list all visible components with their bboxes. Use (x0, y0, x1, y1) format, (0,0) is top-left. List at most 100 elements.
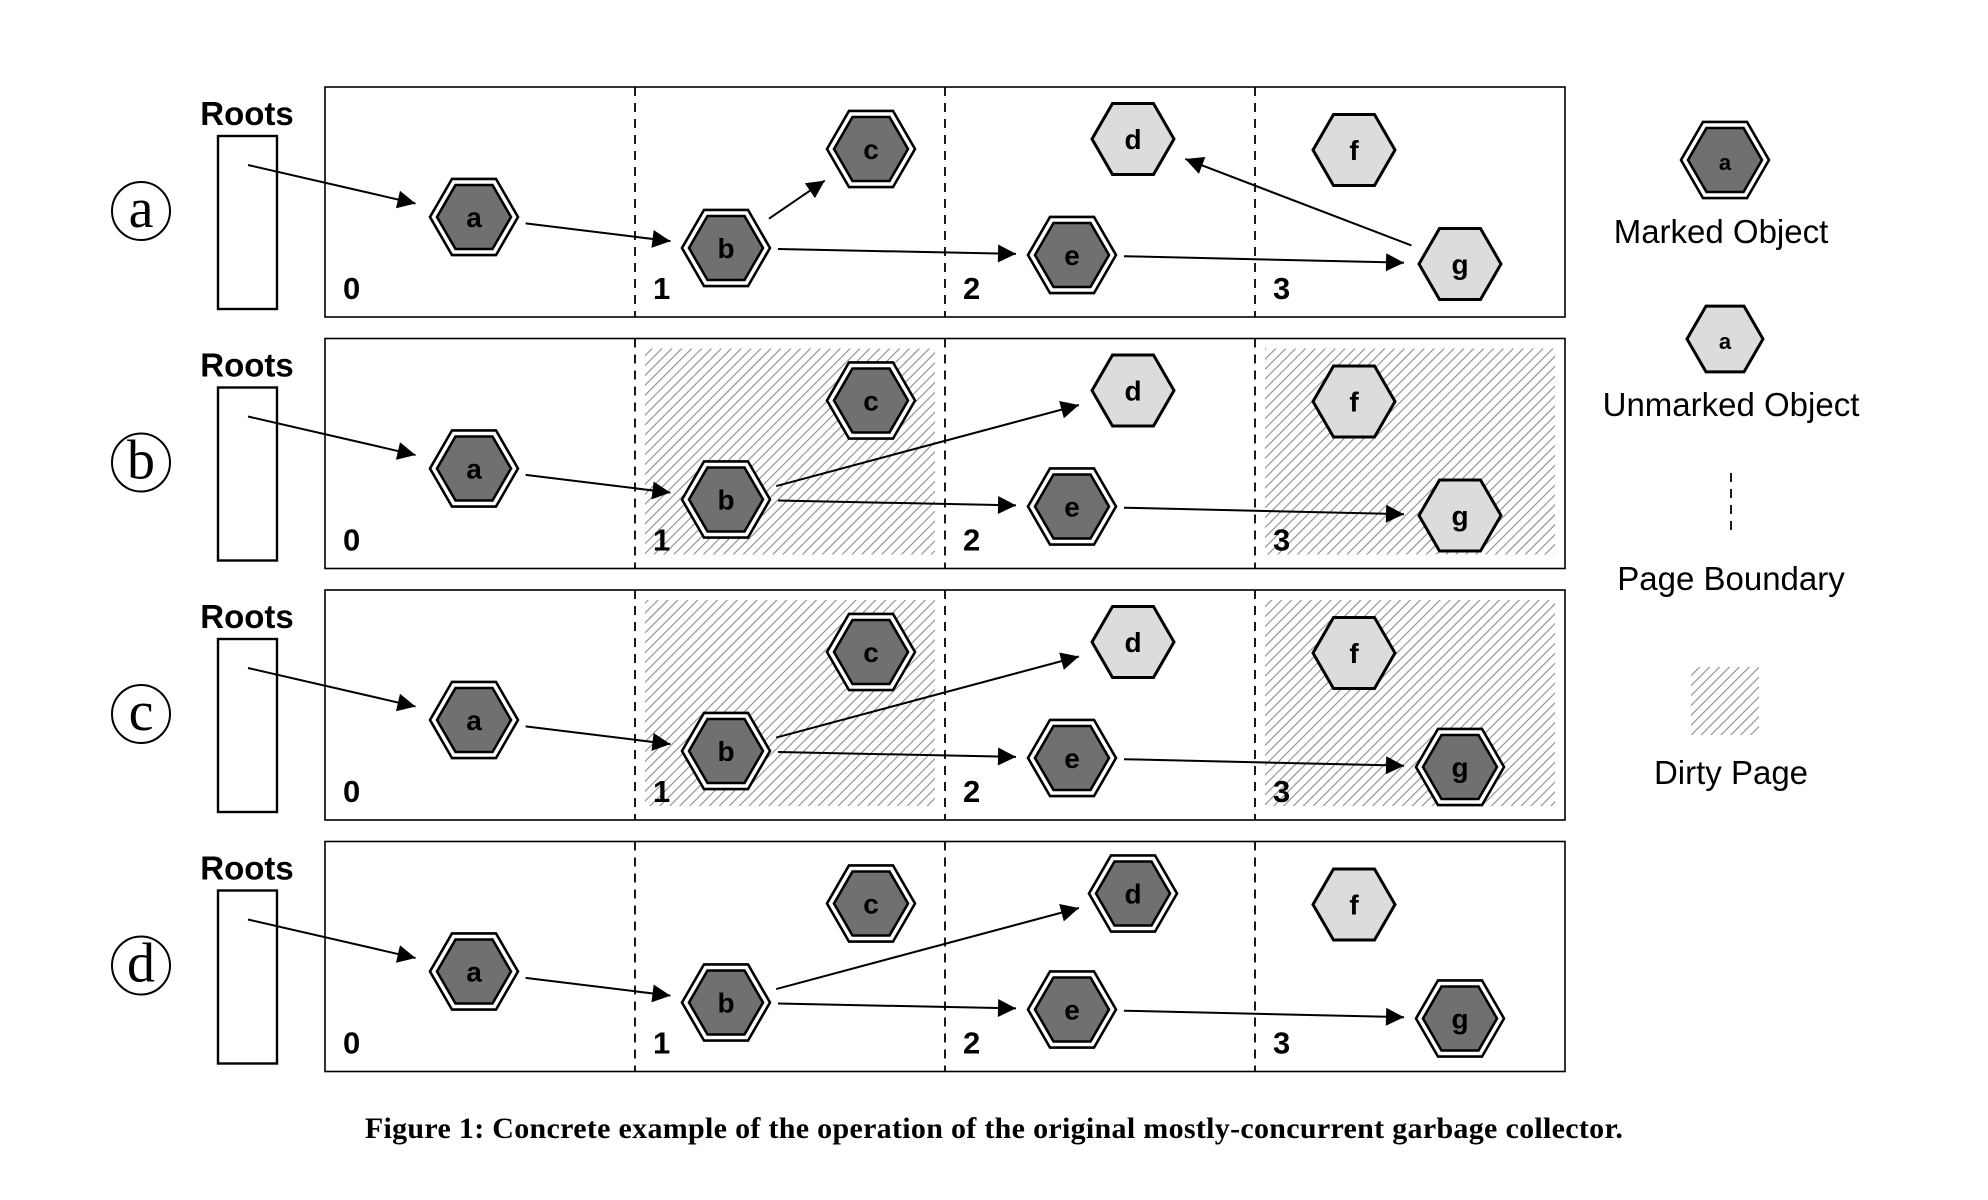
edge-b-e (777, 747, 1017, 766)
object-g: g (1414, 727, 1506, 807)
edge-a-b (525, 473, 671, 500)
edge-e-g (1123, 756, 1405, 775)
legend-marked-icon: a (1679, 120, 1771, 200)
legend-unmarked-icon: a (1685, 304, 1765, 374)
row-b: b Roots 0 1 2 3 a b c de f g (111, 337, 1566, 570)
page-number-1: 1 (653, 271, 670, 306)
object-c: c (825, 361, 917, 440)
page-number-0: 0 (343, 523, 360, 558)
node-label-e: e (1064, 743, 1080, 774)
page-number-2: 2 (963, 523, 980, 558)
object-g: g (1417, 227, 1503, 301)
edge-g-d (1184, 157, 1412, 247)
row-label: b (127, 430, 155, 492)
node-label-a: a (466, 202, 482, 233)
object-d: d (1090, 102, 1176, 176)
edge-b-d (775, 652, 1080, 739)
roots-box (216, 386, 279, 562)
object-d: d (1090, 353, 1176, 428)
legend-dirty-label: Dirty Page (1654, 754, 1808, 791)
node-label-d: d (1124, 879, 1141, 910)
roots-label: Roots (200, 598, 294, 635)
node-label-f: f (1349, 135, 1359, 166)
node-label-d: d (1124, 124, 1141, 155)
legend-dirty-swatch (1691, 667, 1759, 735)
dirty-page-3 (1265, 348, 1555, 555)
edge-a-b (525, 725, 671, 751)
node-label-a: a (1719, 150, 1732, 175)
object-g: g (1417, 478, 1503, 553)
roots-box (216, 134, 279, 311)
page-number-3: 3 (1273, 271, 1290, 306)
object-b: b (680, 711, 772, 791)
page-number-1: 1 (653, 523, 670, 558)
node-label-f: f (1349, 387, 1359, 418)
row-label-circle (111, 432, 171, 493)
page-number-1: 1 (653, 1026, 670, 1061)
row-label: d (127, 933, 155, 995)
legend-marked-label: Marked Object (1614, 213, 1829, 250)
page-number-2: 2 (963, 774, 980, 809)
object-f: f (1311, 616, 1397, 690)
edge-roots-a (247, 667, 416, 712)
edge-b-d (775, 903, 1080, 991)
object-c: c (825, 864, 917, 943)
row-label: a (129, 178, 154, 240)
edge-roots-a (247, 918, 416, 963)
page-number-3: 3 (1273, 1026, 1290, 1061)
node-label-c: c (863, 386, 879, 417)
legend-boundary-label: Page Boundary (1617, 560, 1845, 597)
page-number-0: 0 (343, 271, 360, 306)
node-label-e: e (1064, 240, 1080, 271)
object-b: b (680, 963, 772, 1042)
object-f: f (1311, 113, 1397, 187)
node-label-g: g (1451, 501, 1468, 532)
node-label-b: b (717, 736, 734, 767)
node-label-b: b (717, 485, 734, 516)
object-f: f (1311, 364, 1397, 439)
object-b: b (680, 460, 772, 539)
object-e: e (1026, 215, 1118, 295)
object-e: e (1026, 718, 1118, 798)
object-b: b (680, 208, 772, 288)
object-e: e (1026, 467, 1118, 546)
object-a: a (428, 932, 520, 1011)
node-label-a: a (466, 454, 482, 485)
edge-e-g (1123, 1007, 1405, 1026)
node-label-d: d (1124, 627, 1141, 658)
object-c: c (825, 612, 917, 692)
object-a: a (428, 680, 520, 760)
edge-b-c (768, 179, 826, 220)
node-label-c: c (863, 637, 879, 668)
edge-b-e (777, 244, 1017, 263)
node-label-e: e (1064, 995, 1080, 1026)
row-label: c (129, 681, 154, 743)
edge-roots-a (247, 415, 416, 460)
roots-label: Roots (200, 347, 294, 384)
node-label-a: a (466, 705, 482, 736)
object-e: e (1026, 970, 1118, 1049)
edge-b-e (777, 999, 1017, 1018)
edge-a-b (525, 222, 671, 248)
page-number-3: 3 (1273, 523, 1290, 558)
edge-roots-a (247, 164, 416, 209)
object-d: d (1090, 605, 1176, 679)
object-a: a (428, 177, 520, 257)
object-d: d (1087, 854, 1179, 933)
node-label-a: a (1719, 329, 1732, 354)
edge-e-g (1123, 504, 1405, 523)
object-g: g (1414, 979, 1506, 1058)
edge-a-b (525, 976, 671, 1003)
node-label-c: c (863, 134, 879, 165)
page-number-1: 1 (653, 774, 670, 809)
object-c: c (825, 109, 917, 189)
object-a: a (428, 429, 520, 508)
roots-box (216, 889, 279, 1065)
page-number-0: 0 (343, 774, 360, 809)
edge-b-d (775, 400, 1080, 488)
